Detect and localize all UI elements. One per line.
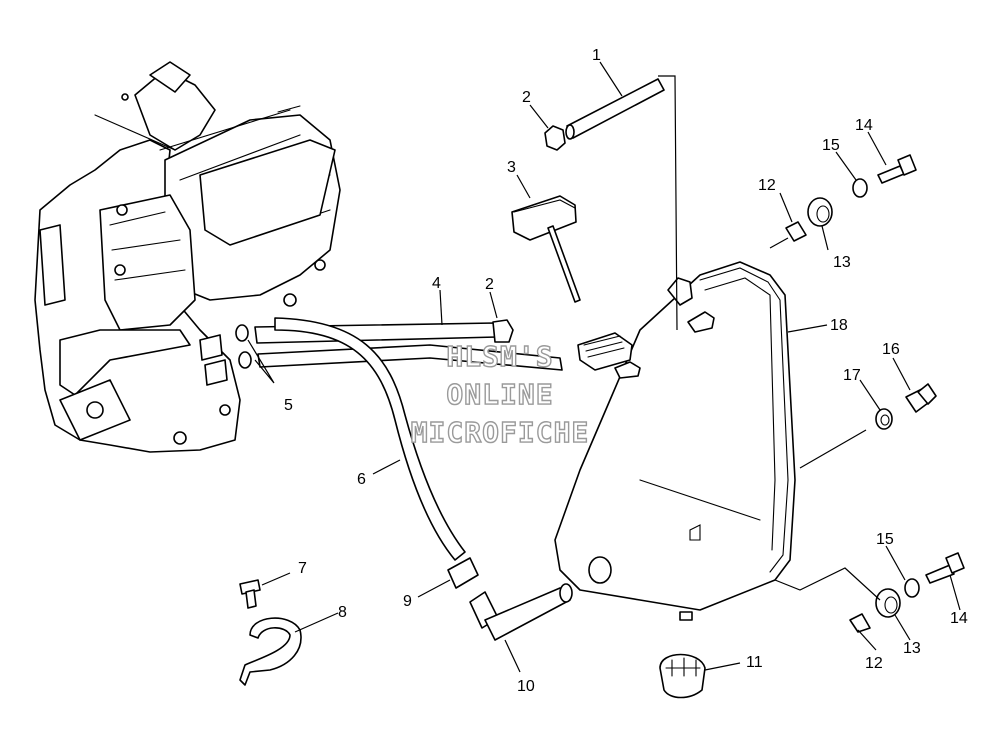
bolt-part-14-top	[877, 154, 917, 184]
spacer-part-12-top	[785, 221, 807, 242]
oil-tank-part-18	[554, 261, 796, 621]
callout-7: 7	[298, 560, 307, 577]
callout-5: 5	[284, 397, 293, 414]
callout-6: 6	[357, 471, 366, 488]
washer-part-15-bottom	[904, 578, 920, 598]
bolt-part-14-bottom	[925, 552, 965, 584]
clip-part-8	[239, 617, 302, 686]
callout-3: 3	[507, 159, 516, 176]
callout-4: 4	[432, 275, 441, 292]
callout-18: 18	[830, 317, 848, 334]
callout-2-hose: 2	[485, 276, 494, 293]
watermark-line-2: ONLINE	[446, 378, 553, 411]
callout-14-top: 14	[855, 117, 873, 134]
leader-lines	[247, 61, 961, 673]
callout-8: 8	[338, 604, 347, 621]
callout-15-bottom: 15	[876, 531, 894, 548]
watermark-line-1: HLSM'S	[446, 340, 553, 373]
grommet-part-13-bottom	[875, 588, 901, 618]
callout-16: 16	[882, 341, 900, 358]
oil-hose-part-6	[274, 317, 466, 561]
plug-part-11	[659, 653, 706, 699]
grommet-part-13-top	[807, 197, 833, 227]
washer-part-17	[875, 408, 893, 430]
watermark-line-3: MICROFICHE	[411, 416, 590, 449]
callout-17: 17	[843, 367, 861, 384]
callout-1: 1	[592, 47, 601, 64]
callout-2-top: 2	[522, 89, 531, 106]
washer-part-15-top	[852, 178, 868, 198]
callout-10: 10	[517, 678, 535, 695]
clamp-part-2	[492, 125, 566, 343]
fitting-part-5	[235, 324, 252, 369]
callout-13-bottom: 13	[903, 640, 921, 657]
callout-12-top: 12	[758, 177, 776, 194]
dipstick-part-3	[511, 195, 581, 303]
callout-12-bottom: 12	[865, 655, 883, 672]
spacer-part-12-bottom	[849, 613, 871, 633]
callout-9: 9	[403, 593, 412, 610]
callout-13-top: 13	[833, 254, 851, 271]
screw-part-7	[239, 579, 261, 609]
clamp-part-9	[447, 557, 479, 589]
callout-15-top: 15	[822, 137, 840, 154]
fitting-part-16	[905, 383, 937, 413]
elbow-fitting-part-10	[469, 583, 573, 641]
callout-11: 11	[746, 654, 763, 671]
vent-hose-part-1	[565, 78, 665, 140]
engine-block	[34, 61, 341, 453]
watermark: HLSM'S ONLINE MICROFICHE	[410, 339, 590, 449]
callout-14-bottom: 14	[950, 610, 968, 627]
callout-labels: 1 2 2 3 4 5 6 7 8 9 10 11 12 12 13 13 14…	[284, 47, 968, 695]
